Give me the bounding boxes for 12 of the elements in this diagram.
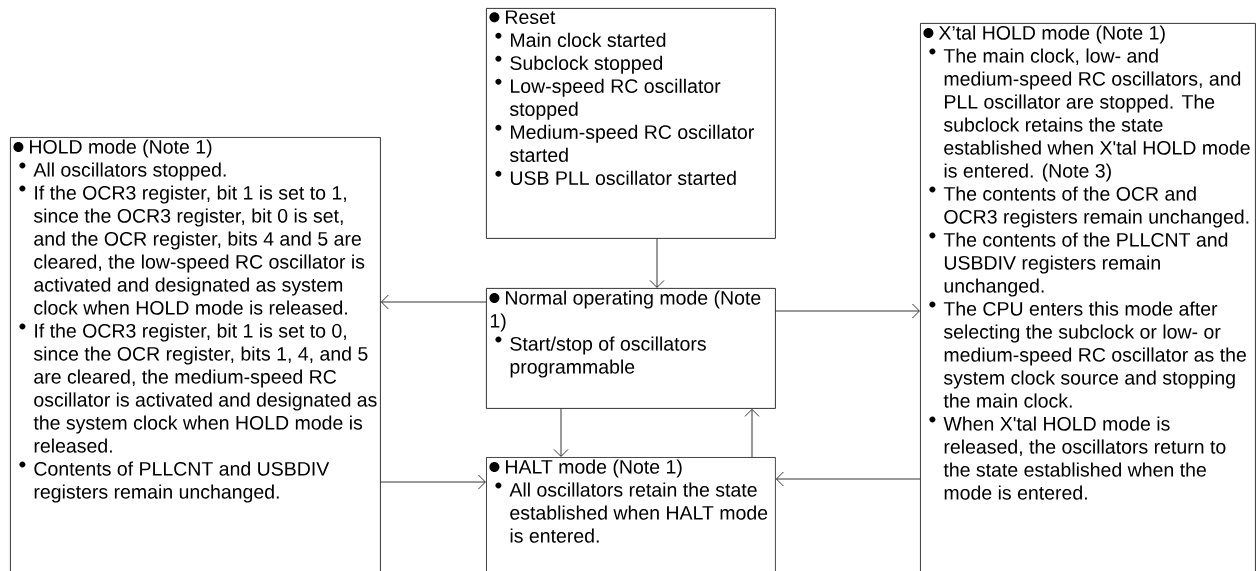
mode-box: HOLD mode (Note 1) All oscillators stopped. If the OCR3 register, bit 1 is set to 1, since the OCR3 register, bit 0 is set, and the OCR register, bits 4 and 5 are cleared, the low-speed RC oscillator is activated and designated as system clock when HOLD mode is released. If the OCR3 register, bit 1 is set to 0, since the OCR register, bits 1, 4, and 5 are cleared, the medium-speed RC oscillator is activated and designated as the system clock when HOLD mode is released. Contents of PLLCNT and USBDIV registers remain unchanged. [10, 137, 381, 571]
mode-box: Reset Main clock started Subclock stopped Low-speed RC oscillator stopped Medium-speed RC oscillator started USB PLL oscillator started [486, 8, 776, 239]
mode-box: HALT mode (Note 1) All oscillators retain the state established when HALT mode is entered. [486, 457, 776, 571]
mode-box: Normal operating mode (Note 1) Start/stop of oscillators programmable [486, 288, 776, 409]
arrow [776, 471, 921, 487]
arrow [775, 303, 920, 319]
arrow [380, 474, 486, 490]
arrow [744, 408, 760, 458]
arrow [553, 408, 569, 457]
mode-box: X’tal HOLD mode (Note 1) The main clock, low- and medium-speed RC oscillators, and PLL oscillator are stopped. The subclock retains the state established when X'tal HOLD mode is entered. (Note 3) The contents of the OCR and OCR3 registers remain unchanged. The contents of the PLLCNT and USBDIV registers remain unchanged. The CPU enters this mode after selecting the subclock or low- or medium-speed RC oscillator as the system clock source and stopping the main clock. When X'tal HOLD mode is released, the oscillators return to the state established when the mode is entered. [920, 23, 1256, 571]
arrow [380, 294, 487, 310]
arrow [649, 238, 665, 288]
